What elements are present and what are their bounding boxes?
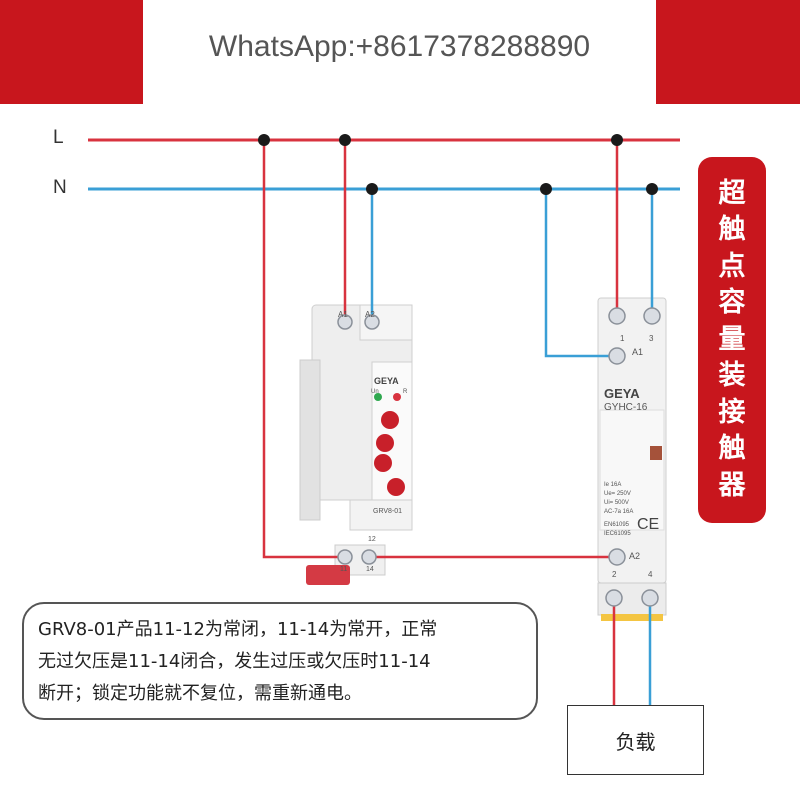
junction-dot-l1 [258,134,270,146]
relay-a2-screw-icon [364,314,380,330]
contactor-label-area [599,409,665,531]
relay-lower-body [349,499,413,531]
relay-knob-3 [374,454,392,472]
relay-model-label: GRV8-01 [373,508,403,515]
contactor-spec-3: Ui= 500V [604,500,629,506]
relay-11-screw-icon [337,549,353,565]
load-label: 负载 [615,729,656,754]
relay-side-rail [299,359,321,521]
relay-un-led [374,393,382,401]
side-banner-char: 装 [718,360,746,392]
contactor-1-label: 1 [620,334,625,343]
contactor-3-label: 3 [649,334,654,343]
side-banner: 超 触 点 容 量 装 接 触 器 [698,157,766,523]
relay-a1-label: A1 [338,310,348,319]
side-banner-char: 量 [718,323,746,355]
live-to-relay-11-wire [262,140,345,559]
side-banner-char: 点 [718,250,746,282]
note-line-1: GRV8-01产品11-12为常闭，11-14为常开，正常 [38,619,438,640]
voltage-relay-device [299,304,413,585]
relay-r-label: R [403,389,408,395]
side-banner-char: 器 [718,469,746,501]
contactor-a2-screw-icon [608,548,626,566]
contactor-spec-2: Ue= 250V [604,491,631,497]
relay-a1-screw-icon [337,314,353,330]
load-box: 负载 [567,705,704,775]
ce-mark-icon: CE [637,516,660,533]
contactor-2-screw-icon [605,589,623,607]
contactor-spec-4: AC-7a 16A [604,509,634,515]
contactor-2-label: 2 [612,570,617,579]
note-line-2: 无过欠压是11-14闭合，发生过压或欠压时11-14 [38,651,431,672]
relay-brand: GEYA [374,376,399,386]
contactor-1-screw-icon [608,307,626,325]
side-banner-char: 超 [718,177,746,209]
relay-din-clip [306,565,350,585]
contactor-3-screw-icon [643,307,661,325]
relay-r-led [393,393,401,401]
neutral-to-contactor-a1-wire [544,189,617,358]
relay-knob-1 [381,411,399,429]
side-banner-char: 容 [718,287,746,319]
neutral-line-label: N [53,177,67,198]
relay-12-label: 12 [368,536,376,543]
junction-dot-n3 [646,183,658,195]
contactor-indicator-window [650,446,662,460]
relay-14-label: 14 [366,566,374,573]
contactor-4-screw-icon [641,589,659,607]
contactor-model: GYHC-16 [604,402,648,413]
relay-a2-label: A2 [365,310,375,319]
contactor-spec-1: Ie 16A [604,482,622,488]
relay-11-label: 11 [340,566,348,573]
relay-un-label: Un [371,389,379,395]
relay-knob-4 [387,478,405,496]
explanation-note: GRV8-01产品11-12为常闭，11-14为常开，正常 无过欠压是11-14… [22,602,538,720]
contactor-standard-1: EN61095 [604,522,630,528]
header-band-right [656,0,800,104]
contactor-device [597,297,667,621]
relay-14-screw-icon [361,549,377,565]
contactor-a1-screw-icon [608,347,626,365]
junction-dot-n2 [540,183,552,195]
side-banner-char: 触 [718,214,746,246]
live-line-label: L [53,127,64,148]
junction-dot-l3 [611,134,623,146]
contactor-standard-2: IEC61095 [604,531,631,537]
contactor-4-label: 4 [648,570,653,579]
whatsapp-contact: WhatsApp:+8617378288890 [208,30,591,63]
contactor-a2-label: A2 [629,551,641,561]
side-banner-char: 触 [718,433,746,465]
side-banner-char: 接 [718,396,746,428]
contactor-bottom-strip [601,614,663,621]
header-band-left [0,0,143,104]
relay-knob-2 [376,434,394,452]
note-line-3: 断开；锁定功能就不复位，需重新通电。 [38,683,362,704]
contactor-a1-label: A1 [632,347,644,357]
relay-front-panel [371,361,413,503]
junction-dot-l2 [339,134,351,146]
contactor-brand: GEYA [604,386,640,401]
junction-dot-n1 [366,183,378,195]
